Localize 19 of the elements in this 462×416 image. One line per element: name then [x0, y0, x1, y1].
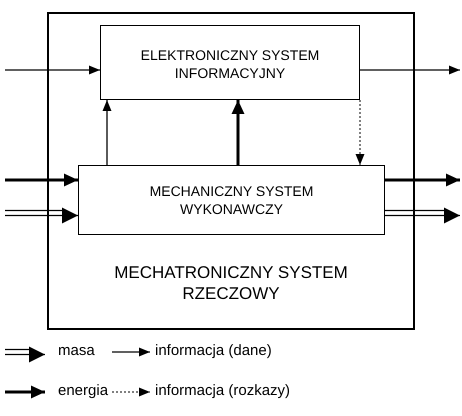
- legend-label: informacja (rozkazy): [155, 382, 290, 399]
- arrow: [5, 174, 78, 186]
- arrow: [385, 174, 460, 186]
- arrow: [5, 66, 100, 74]
- arrow: [232, 100, 244, 165]
- system-frame: [47, 12, 415, 330]
- system-box: [100, 25, 360, 100]
- legend-label: energia: [58, 382, 108, 399]
- system-label: MECHANICZNY SYSTEM WYKONAWCZY: [148, 182, 314, 218]
- system-box: [78, 165, 385, 235]
- arrow: [356, 100, 364, 166]
- system-label: ELEKTRONICZNY SYSTEM INFORMACYJNY: [140, 46, 320, 82]
- arrow: [360, 66, 460, 74]
- legend-label: masa: [58, 342, 95, 359]
- arrow: [384, 208, 461, 224]
- arrow: [102, 100, 112, 165]
- system-label: MECHATRONICZNY SYSTEM RZECZOWY: [113, 262, 349, 304]
- arrow: [4, 208, 79, 224]
- legend-label: informacja (dane): [155, 342, 272, 359]
